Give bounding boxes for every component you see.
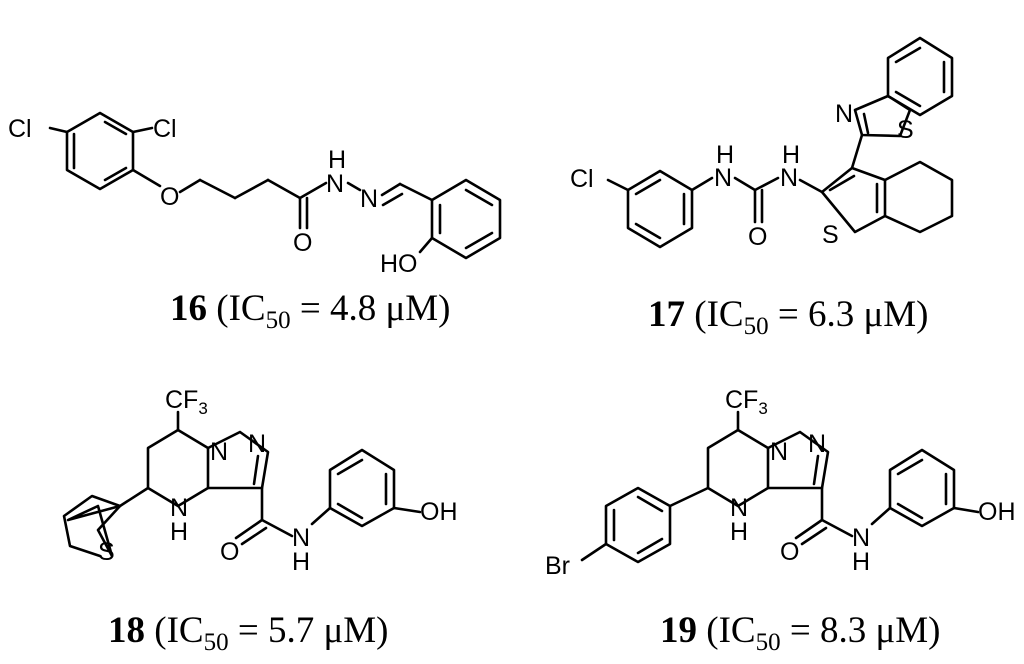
- caption-16: 16 (IC50 = 4.8 μM): [170, 288, 451, 334]
- atom-n: N: [248, 430, 266, 458]
- cyclohexane-ring: [883, 160, 954, 234]
- ic50-value: = 8.3 μM): [781, 610, 941, 651]
- atom-n: N: [326, 170, 344, 198]
- atom-oh: OH: [420, 498, 458, 526]
- atom-n: N: [780, 164, 798, 192]
- thiophene-ring: [66, 504, 122, 558]
- compound-18-structure: CF3 N N N H S O N H OH: [62, 386, 458, 576]
- benzo-ring: [886, 36, 954, 117]
- atom-n: N: [360, 185, 378, 213]
- compound-17-structure: Cl H N H N O S N S: [570, 36, 954, 251]
- atom-n: N: [170, 494, 188, 522]
- ic-subscript: 50: [266, 307, 291, 334]
- pyrazole-ring: [206, 430, 270, 490]
- atom-h: H: [170, 518, 188, 546]
- atom-n: N: [808, 430, 826, 458]
- bromophenyl-ring: [604, 486, 672, 564]
- atom-br: Br: [545, 552, 570, 580]
- compound-number: 16: [170, 288, 207, 329]
- atom-o: O: [748, 223, 767, 251]
- ic-label: IC: [167, 610, 204, 651]
- atom-o: O: [220, 538, 239, 566]
- atom-s: S: [822, 221, 839, 249]
- atom-s: S: [98, 538, 115, 566]
- hydroxyphenyl-ring: [328, 448, 396, 528]
- atom-h: H: [328, 146, 346, 174]
- compound-number: 18: [108, 610, 145, 651]
- ic50-value: = 4.8 μM): [291, 288, 451, 329]
- atom-cl: Cl: [570, 165, 594, 193]
- atom-n: N: [730, 494, 748, 522]
- atom-h: H: [292, 548, 310, 576]
- hydroxyphenyl-ring: [430, 178, 502, 260]
- atom-cf3: CF3: [165, 386, 208, 418]
- ic50-value: = 6.3 μM): [769, 294, 929, 335]
- atom-n: N: [852, 524, 870, 552]
- caption-17: 17 (IC50 = 6.3 μM): [648, 294, 929, 340]
- thiophene-ring: [820, 166, 887, 234]
- ic-label: IC: [707, 294, 744, 335]
- atom-cl: Cl: [153, 115, 177, 143]
- compound-number: 19: [660, 610, 697, 651]
- atom-h: H: [730, 518, 748, 546]
- atom-cf3: CF3: [725, 386, 768, 418]
- atom-oh: OH: [978, 498, 1016, 526]
- atom-n: N: [770, 438, 788, 466]
- caption-19: 19 (IC50 = 8.3 μM): [660, 610, 941, 656]
- atom-n: N: [835, 100, 853, 128]
- atom-o: O: [160, 183, 179, 211]
- ic-subscript: 50: [756, 629, 781, 656]
- atom-h: H: [716, 141, 734, 169]
- atom-s: S: [897, 116, 914, 144]
- chlorophenyl-ring: [626, 169, 694, 249]
- ic-subscript: 50: [204, 629, 229, 656]
- atom-o: O: [780, 538, 799, 566]
- atom-h: H: [852, 548, 870, 576]
- atom-cl: Cl: [8, 115, 32, 143]
- ic-label: IC: [719, 610, 756, 651]
- atom-n: N: [714, 164, 732, 192]
- ic-label: IC: [229, 288, 266, 329]
- hydroxyphenyl-ring: [888, 448, 956, 528]
- atom-n: N: [292, 524, 310, 552]
- atom-o: O: [293, 229, 312, 257]
- ic-subscript: 50: [744, 313, 769, 340]
- atom-n: N: [210, 438, 228, 466]
- atom-ho: HO: [380, 250, 418, 278]
- compound-16-structure: Cl Cl O H N N O HO: [8, 111, 502, 278]
- atom-h: H: [782, 141, 800, 169]
- compound-number: 17: [648, 294, 685, 335]
- caption-18: 18 (IC50 = 5.7 μM): [108, 610, 389, 656]
- ic50-value: = 5.7 μM): [229, 610, 389, 651]
- pyrazole-ring: [766, 430, 830, 490]
- compound-19-structure: CF3 N N N H Br O N H OH: [545, 386, 1016, 580]
- dichlorophenyl-ring: [65, 111, 135, 191]
